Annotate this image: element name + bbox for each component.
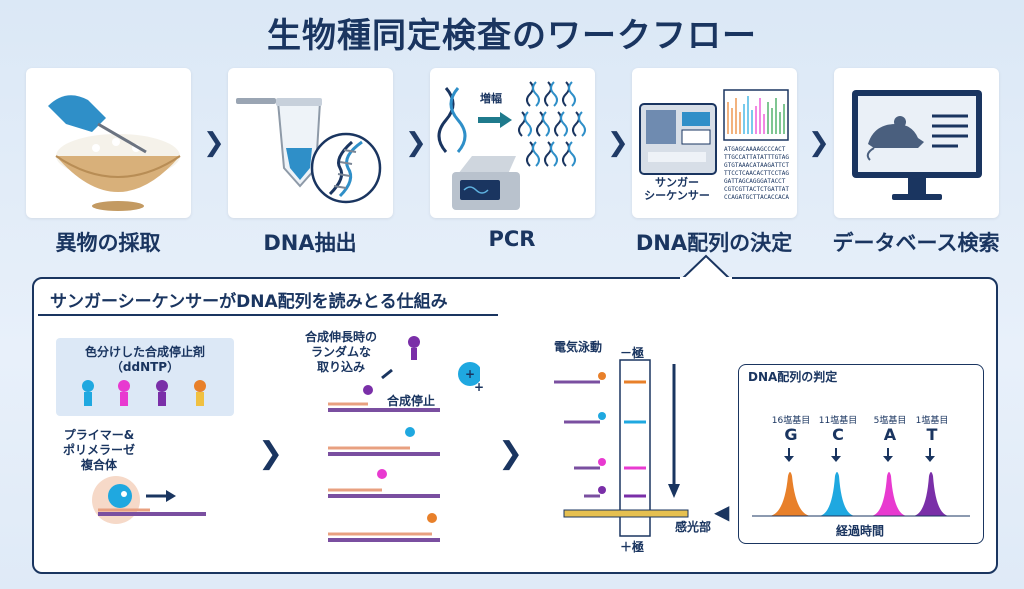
ddntp-orange-icon [82,380,94,406]
ddntp-purple-icon [156,380,168,406]
sequence-line: TTCCTCAACACTTCCTAG [724,170,790,177]
chromatogram-peak-t [912,472,950,516]
ddntp-subtitle: （ddNTP） [110,360,180,374]
elongation-fragments [328,336,480,542]
polymerase-complex-illustration [92,476,206,524]
random-line1: 合成伸長時の [304,330,377,344]
complex-label: プライマー& ポリメラーゼ 複合体 [44,428,154,473]
ddntp-orange-icon [194,380,206,406]
peak-base-label: A [883,425,897,444]
pcr-illustration [437,81,586,210]
sequencer-name: サンガー シーケンサー [642,176,712,202]
callout-pointer [680,254,732,280]
time-axis-label: 経過時間 [835,524,884,538]
panel-title-underline [38,314,498,316]
determination-title: DNA配列の判定 [748,370,838,384]
peak-position-label: 5塩基目 [873,416,907,426]
strand-2 [328,427,440,456]
peak-position-label: 16塩基目 [771,416,811,426]
step-label-sampling: 異物の採取 [55,231,161,255]
random-line2: ランダムな [310,345,371,359]
rice-bowl-illustration [48,95,181,211]
random-incorporation-label: 合成伸長時の ランダムな 取り込み [296,330,386,375]
chromatogram-peak-a [870,472,908,516]
chevron-right-icon: ❯ [405,128,427,158]
step-card-database [834,68,999,218]
peak-position-label: 1塩基目 [915,416,949,426]
ddntp-magenta-icon [118,380,130,406]
sequencer-name-line2: シーケンサー [644,189,710,202]
strand-3 [328,469,440,498]
page-title: 生物種同定検査のワークフロー [267,16,757,56]
chromatogram-peak-c [818,472,856,516]
chevron-right-icon: ❯ [808,128,830,158]
panel-title: サンガーシーケンサーがDNA配列を読みとる仕組み [50,292,448,312]
chevron-right-icon: ❯ [498,436,524,471]
chromatogram-peak-g [768,472,812,516]
sequence-line: GATTAGCAGGGATACCT [724,178,786,185]
sequence-line: GTGTAAACATAAGATTCT [724,162,790,169]
sequence-text: ATGAGCAAAAGCCCACT TTGCCATTATATTTGTAG GTG… [724,146,789,202]
sequencer-illustration [639,89,789,175]
ddntp-title: 色分けした合成停止剤 [84,345,205,359]
electrophoresis-illustration [554,359,689,537]
strand-1 [328,385,440,412]
peak-base-label: T [926,425,938,444]
sequence-line: CCAGATGCTTACACCACA [724,194,790,201]
charge-symbol: + [473,380,485,394]
step-label-database: データベース検索 [832,231,1000,255]
step-label-pcr: PCR [488,227,536,251]
step-card-pcr: 増幅 [430,68,595,218]
sequence-line: TTGCCATTATATTTGTAG [724,154,790,161]
chevron-right-icon: ❯ [203,128,225,158]
step-label-sequencing: DNA配列の決定 [635,231,793,255]
strand-4 [328,513,440,542]
detector-label: 感光部 [674,520,711,534]
monitor-mouse-illustration [852,90,982,200]
step-card-sequencing: サンガー シーケンサー ATGAGCAAAAGCCCACT TTGCCATTAT… [632,68,797,218]
sequence-line: CGTCGTTACTCTGATTAT [724,186,790,193]
chevron-right-icon: ❯ [607,128,629,158]
tube-dna-illustration [236,98,382,204]
charge-symbol: + [464,367,476,381]
minus-pole-label: －極 [619,346,644,360]
step-label-extraction: DNA抽出 [263,231,357,255]
peak-base-label: G [784,425,798,444]
synthesis-stop-label: 合成停止 [386,394,435,408]
chevron-right-icon: ❯ [258,436,284,471]
peak-position-label: 11塩基目 [818,416,858,426]
chevron-left-icon: ◀ [714,500,730,524]
amplify-label: 増幅 [480,92,502,105]
random-line3: 取り込み [316,360,365,374]
sequencer-name-line1: サンガー [655,176,699,189]
step-card-sampling [26,68,191,218]
peak-base-label: C [832,425,844,444]
sequence-line: ATGAGCAAAAGCCCACT [724,146,786,153]
ddntp-molecules [82,380,206,406]
complex-line3: 複合体 [80,458,117,472]
chromatogram [752,448,970,517]
step-card-extraction [228,68,393,218]
electrophoresis-label: 電気泳動 [553,340,602,354]
complex-line2: ポリメラーゼ [62,443,135,457]
plus-pole-label: ＋極 [619,540,644,554]
complex-line1: プライマー& [63,428,135,442]
